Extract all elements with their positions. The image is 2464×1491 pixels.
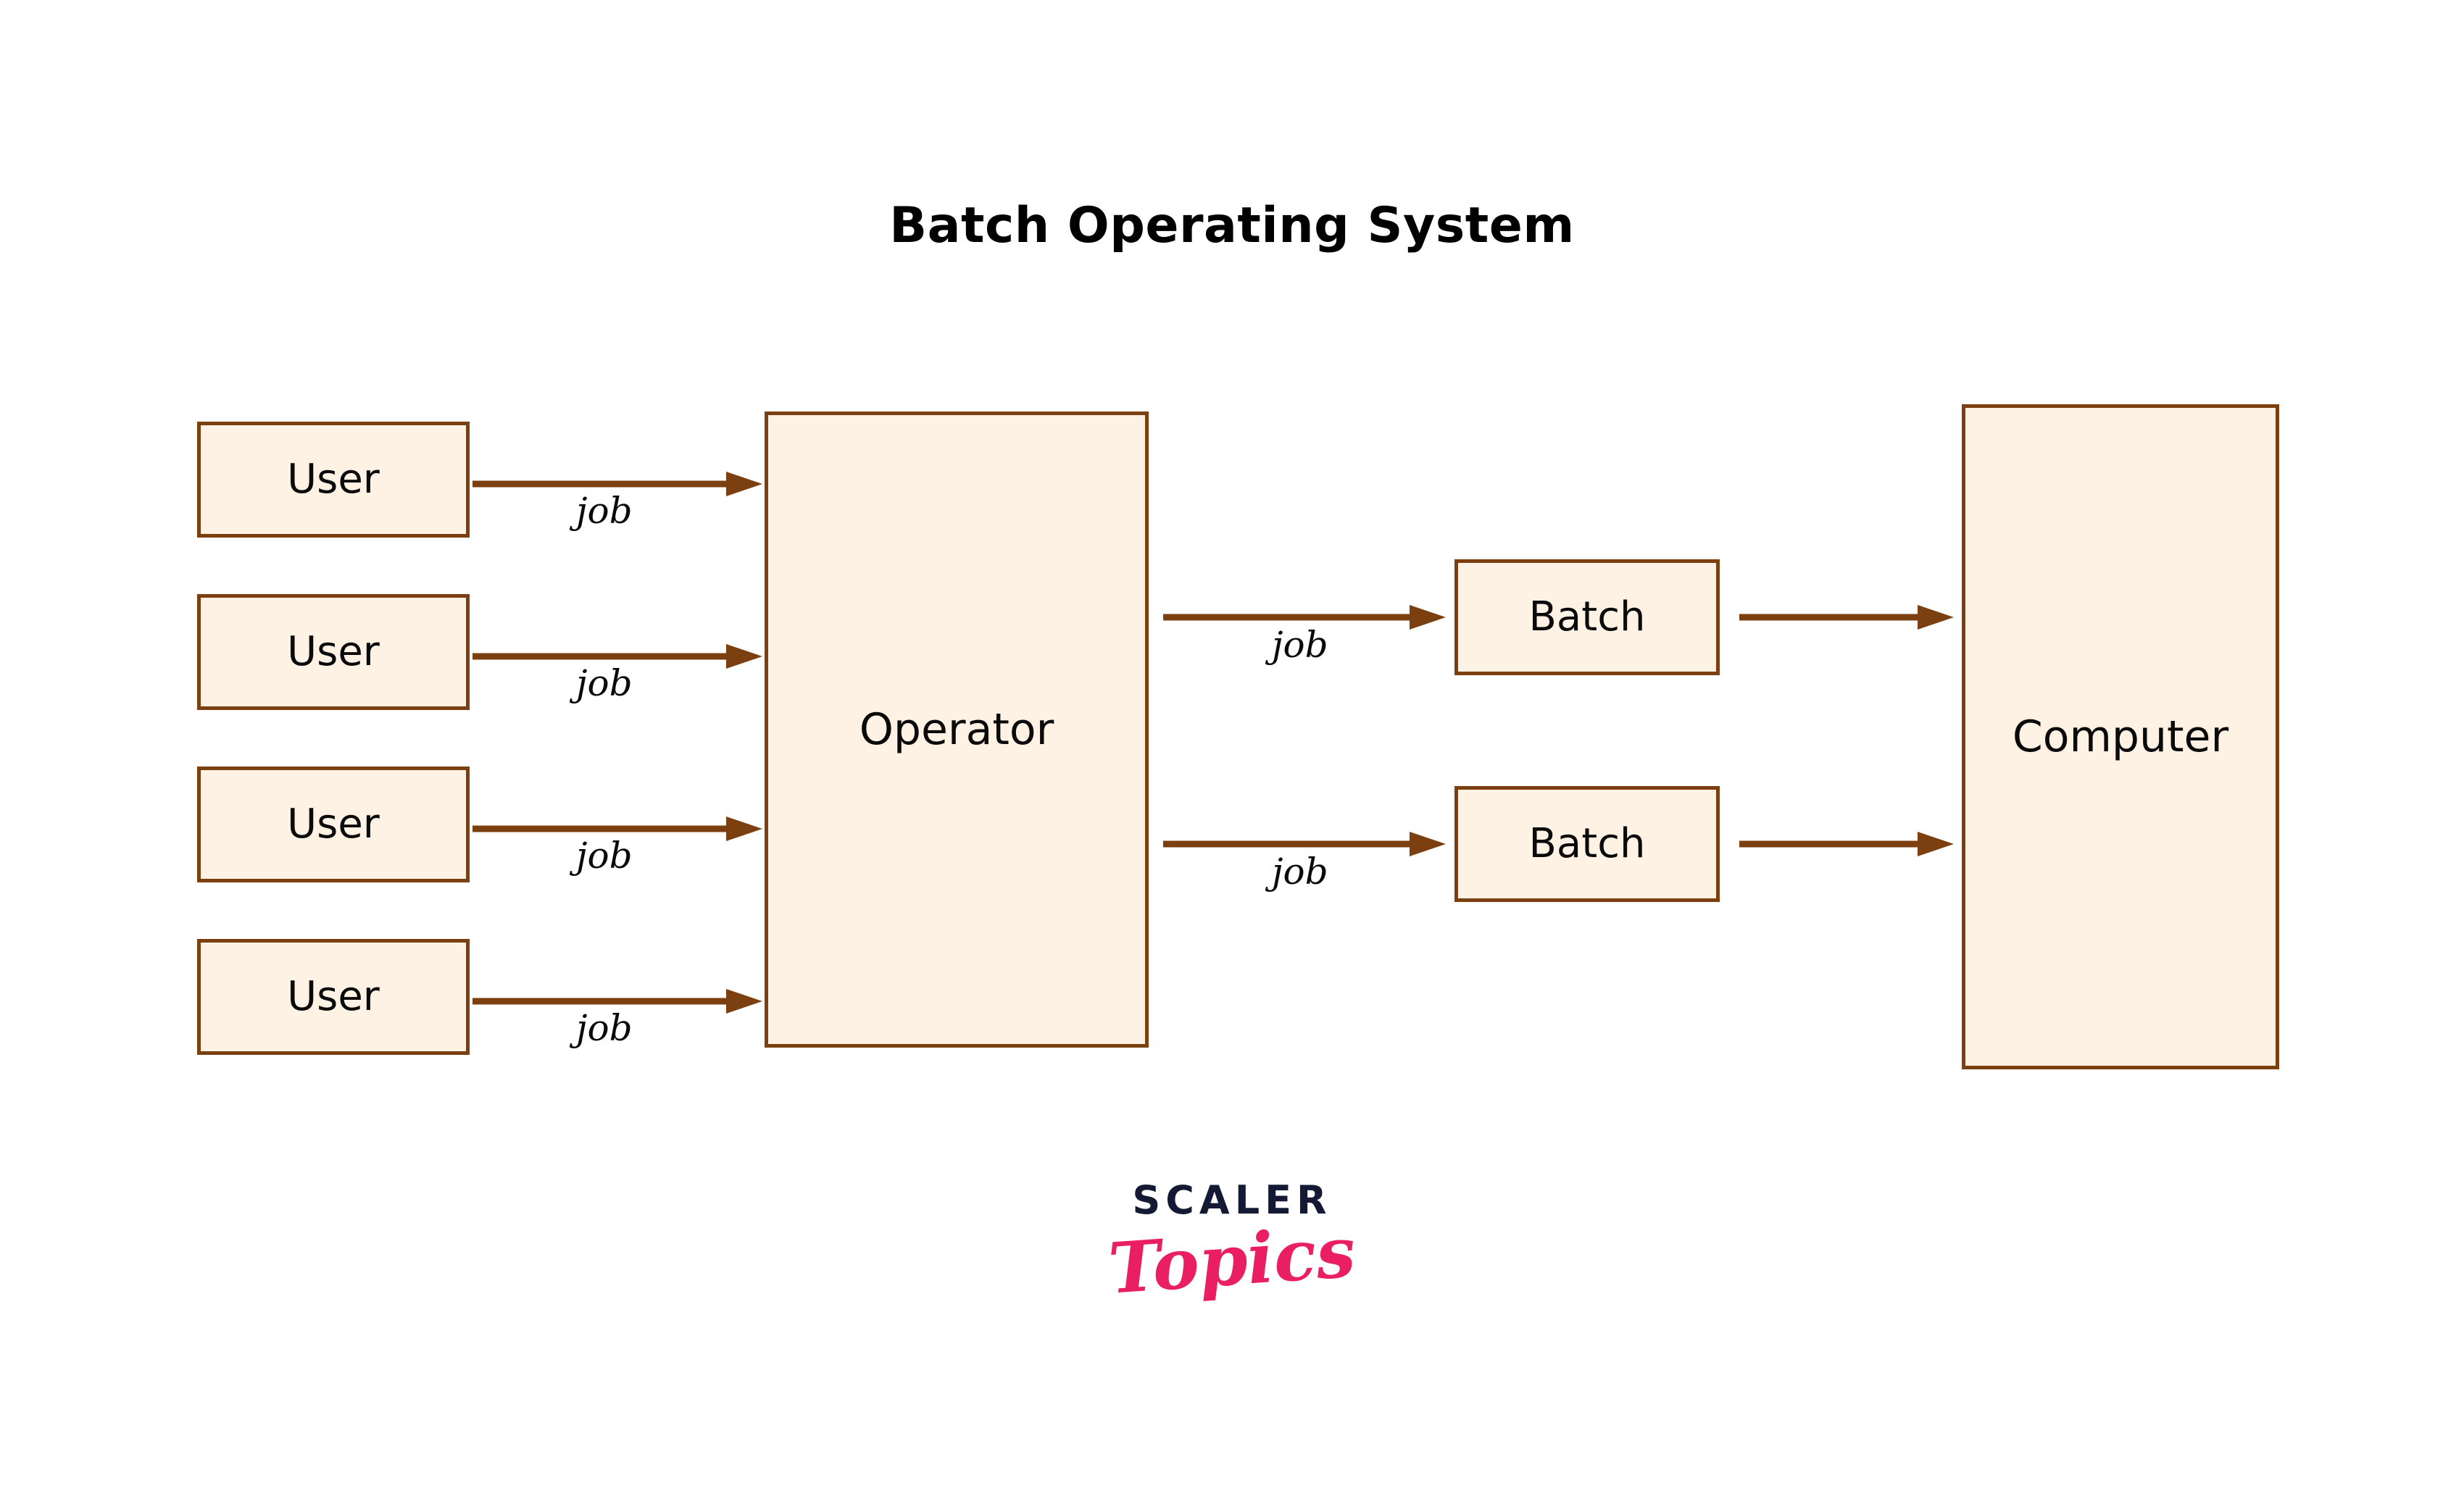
operator-box: Operator <box>765 412 1149 1048</box>
computer-box: Computer <box>1962 404 2279 1069</box>
arrow-user-to-operator-icon <box>473 469 762 498</box>
user-box-label: User <box>287 628 380 675</box>
batch-box: Batch <box>1454 786 1720 902</box>
user-box-label: User <box>287 456 380 503</box>
user-box-label: User <box>287 801 380 848</box>
arrow-user-to-operator-icon <box>473 642 762 671</box>
arrow-operator-to-batch-icon <box>1163 603 1446 632</box>
scaler-wordmark: SCALER <box>1132 1177 1332 1223</box>
edge-label-job: job <box>1272 851 1328 893</box>
user-box: User <box>197 422 470 538</box>
arrow-batch-to-computer-icon <box>1739 830 1954 859</box>
computer-box-label: Computer <box>2012 711 2229 762</box>
user-box: User <box>197 594 470 710</box>
edge-label-job: job <box>576 662 633 704</box>
arrow-user-to-operator-icon <box>473 814 762 843</box>
scaler-topics-logo: SCALER Topics <box>0 1177 2464 1310</box>
topics-wordmark: Topics <box>1106 1211 1358 1310</box>
edge-label-job: job <box>576 490 633 532</box>
user-box: User <box>197 767 470 882</box>
batch-box-label: Batch <box>1528 593 1646 640</box>
edge-label-job: job <box>1272 624 1328 666</box>
edge-label-job: job <box>576 1007 633 1049</box>
page-title: Batch Operating System <box>889 197 1575 254</box>
user-box: User <box>197 939 470 1055</box>
operator-box-label: Operator <box>859 704 1054 755</box>
arrow-operator-to-batch-icon <box>1163 830 1446 859</box>
batch-box: Batch <box>1454 559 1720 675</box>
arrow-batch-to-computer-icon <box>1739 603 1954 632</box>
batch-box-label: Batch <box>1528 820 1646 867</box>
arrow-user-to-operator-icon <box>473 987 762 1016</box>
edge-label-job: job <box>576 835 633 877</box>
user-box-label: User <box>287 973 380 1020</box>
